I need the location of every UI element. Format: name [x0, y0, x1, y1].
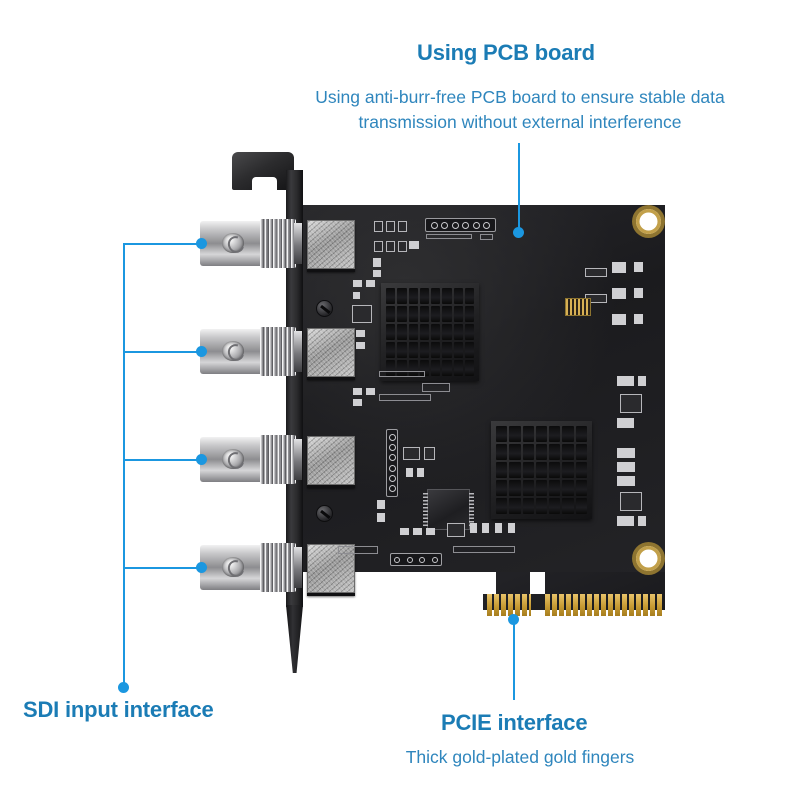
smd-part: [424, 447, 435, 460]
smd-part: [612, 288, 626, 299]
heatsink-main-chip: [491, 421, 592, 519]
pcie-annotation-body: Thick gold-plated gold fingers: [405, 747, 635, 767]
shield-can-2: [307, 328, 355, 377]
sdi-callout-dot-4: [196, 562, 207, 573]
smd-part: [638, 376, 646, 386]
shield-can-3: [307, 436, 355, 485]
pcb-callout-dot: [513, 227, 524, 238]
smd-part: [356, 330, 365, 337]
smd-part: [403, 447, 420, 460]
sdi-annotation-title: SDI input interface: [23, 697, 214, 722]
smd-part: [398, 241, 407, 252]
smd-part: [386, 221, 395, 232]
gold-connector: [565, 298, 591, 316]
pcie-key-notch: [483, 572, 496, 594]
smd-part: [617, 476, 635, 486]
pin-header-4pin: [390, 553, 442, 566]
pcie-annotation-title: PCIE interface: [441, 710, 588, 735]
smd-part: [413, 528, 422, 535]
smd-part: [374, 241, 383, 252]
smd-part: [366, 280, 375, 287]
smd-part: [366, 388, 375, 395]
mounting-hole-bottom-right: [636, 546, 661, 571]
shield-can-1: [307, 220, 355, 269]
sdi-callout-dot-1: [196, 238, 207, 249]
pin-header-6pin: [425, 218, 496, 232]
smd-part: [585, 268, 607, 277]
pcb-board: [303, 205, 665, 572]
smd-part: [617, 462, 635, 472]
shield-can-4: [307, 544, 355, 593]
smd-part: [617, 418, 634, 428]
pcie-callout-line: [513, 620, 515, 700]
smd-ic: [620, 492, 642, 511]
smd-part: [417, 468, 424, 477]
smd-part: [386, 241, 395, 252]
mounting-hole-top-right: [636, 209, 661, 234]
smd-part: [353, 292, 360, 299]
smd-part: [617, 376, 634, 386]
sdi-callout-spine: [123, 243, 125, 687]
smd-part: [617, 448, 635, 458]
smd-part: [426, 528, 435, 535]
smd-part: [638, 516, 646, 526]
smd-part: [406, 468, 413, 477]
smd-part: [612, 314, 626, 325]
smd-ic: [620, 394, 642, 413]
pin-header-vertical: [386, 429, 398, 497]
silkscreen: [480, 234, 493, 240]
sdi-callout-branch-2: [123, 351, 201, 353]
heatsink-upper: [381, 283, 479, 381]
pcb-annotation-body: Using anti-burr-free PCB board to ensure…: [250, 85, 790, 135]
pcb-annotation-body-line1: Using anti-burr-free PCB board to ensure…: [315, 87, 725, 107]
bracket-top-tab: [232, 152, 294, 191]
sdi-callout-branch-3: [123, 459, 201, 461]
smd-part: [377, 513, 385, 522]
pci-bracket: [286, 170, 303, 607]
silkscreen: [379, 394, 431, 401]
smd-part: [398, 221, 407, 232]
smd-part: [617, 516, 634, 526]
smd-part: [470, 523, 477, 533]
pcb-callout-line: [518, 143, 520, 233]
smd-ic: [352, 305, 372, 323]
smd-part: [374, 221, 383, 232]
smd-part: [353, 280, 362, 287]
silkscreen: [453, 546, 515, 553]
pcb-annotation-body-line2: transmission without external interferen…: [358, 111, 682, 132]
sdi-callout-dot-2: [196, 346, 207, 357]
bracket-bottom-tip: [286, 605, 303, 673]
smd-part: [377, 500, 385, 509]
smd-part: [353, 388, 362, 395]
bracket-screw-upper: [316, 300, 333, 317]
bracket-screw-lower: [316, 505, 333, 522]
sdi-callout-branch-1: [123, 243, 201, 245]
smd-part: [373, 270, 381, 277]
silkscreen: [338, 546, 378, 554]
pcie-gold-fingers-x1: [487, 594, 531, 616]
smd-part: [508, 523, 515, 533]
silkscreen: [422, 383, 450, 392]
smd-part: [495, 523, 502, 533]
silkscreen: [379, 371, 425, 377]
smd-part: [634, 288, 643, 298]
smd-part: [409, 241, 419, 249]
smd-part: [634, 314, 643, 324]
smd-part: [612, 262, 626, 273]
sdi-callout-dot-3: [196, 454, 207, 465]
sdi-callout-branch-4: [123, 567, 201, 569]
pcie-gold-fingers-main: [545, 594, 663, 616]
smd-part: [373, 258, 381, 267]
smd-part: [634, 262, 643, 272]
smd-part: [482, 523, 489, 533]
smd-part: [400, 528, 409, 535]
smd-part: [353, 399, 362, 406]
pcie-callout-dot: [508, 614, 519, 625]
silkscreen: [426, 234, 472, 239]
smd-part: [447, 523, 465, 537]
pcb-annotation-title: Using PCB board: [417, 40, 595, 65]
sdi-callout-anchor-dot: [118, 682, 129, 693]
smd-part: [356, 342, 365, 349]
